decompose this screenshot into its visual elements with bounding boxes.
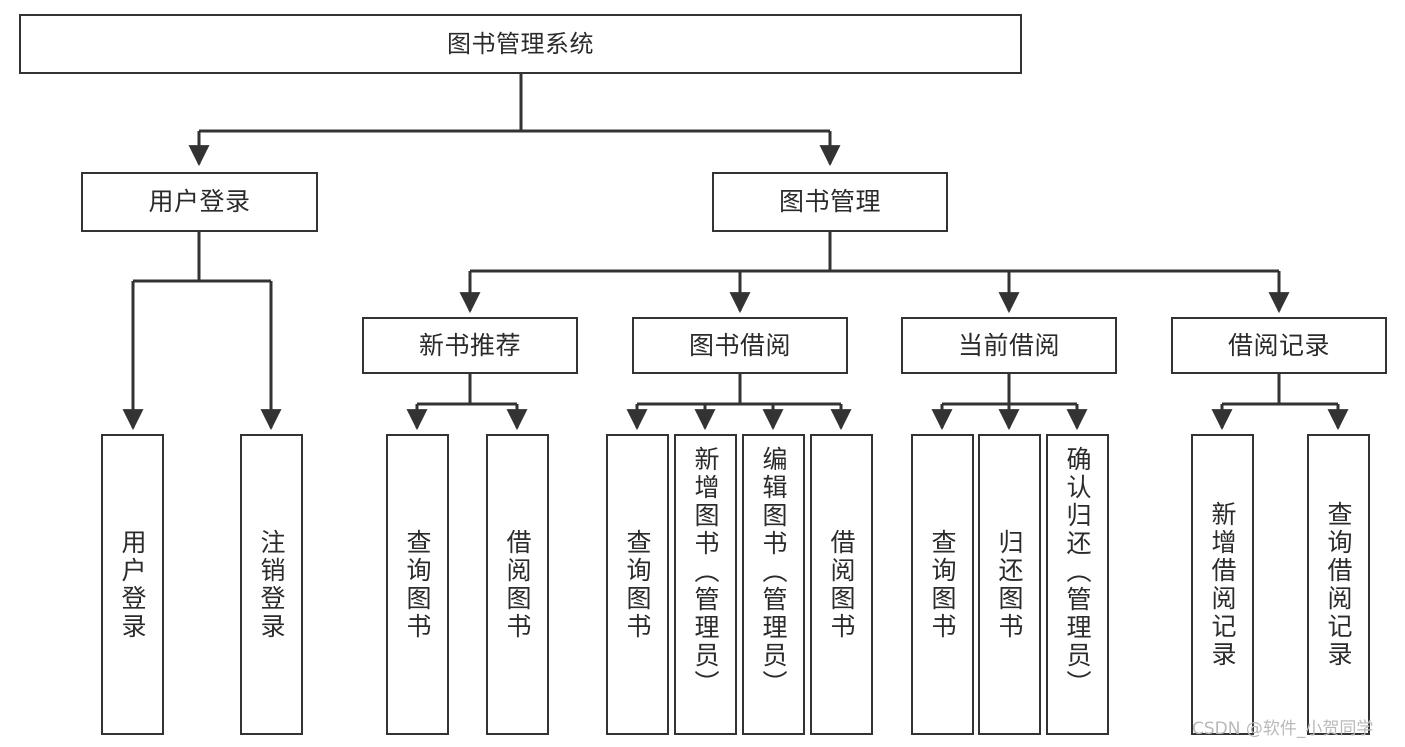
node-leaf-query-book-2[interactable]: 查询图书 [606, 434, 669, 735]
node-leaf-borrow-book-1-label: 借阅图书 [503, 528, 532, 641]
node-leaf-borrow-book-2[interactable]: 借阅图书 [810, 434, 873, 735]
csdn-watermark: CSDN @软件_小贺同学 [1192, 719, 1374, 739]
node-leaf-query-book-3[interactable]: 查询图书 [911, 434, 974, 735]
node-leaf-borrow-book-1[interactable]: 借阅图书 [486, 434, 549, 735]
node-leaf-add-record[interactable]: 新增借阅记录 [1191, 434, 1254, 735]
node-book-management[interactable]: 图书管理 [712, 172, 948, 232]
node-leaf-edit-book[interactable]: 编辑图书（管理员） [742, 434, 805, 735]
node-leaf-query-book-3-label: 查询图书 [928, 528, 957, 641]
node-new-book-recommend[interactable]: 新书推荐 [362, 317, 578, 374]
node-user-login[interactable]: 用户登录 [81, 172, 318, 232]
node-leaf-query-book-1-label: 查询图书 [403, 528, 432, 641]
node-current-borrow[interactable]: 当前借阅 [901, 317, 1117, 374]
node-leaf-query-record[interactable]: 查询借阅记录 [1307, 434, 1370, 735]
node-leaf-return-book[interactable]: 归还图书 [978, 434, 1041, 735]
node-leaf-user-login-label: 用户登录 [118, 528, 147, 641]
node-leaf-add-book-label: 新增图书（管理员） [691, 446, 720, 698]
node-leaf-add-record-label: 新增借阅记录 [1208, 500, 1237, 669]
node-leaf-logout[interactable]: 注销登录 [240, 434, 303, 735]
node-new-book-recommend-label: 新书推荐 [418, 330, 521, 360]
node-leaf-confirm-return[interactable]: 确认归还（管理员） [1046, 434, 1109, 735]
node-book-borrow-label: 图书借阅 [688, 330, 791, 360]
node-leaf-query-book-1[interactable]: 查询图书 [386, 434, 449, 735]
node-leaf-query-book-2-label: 查询图书 [623, 528, 652, 641]
node-leaf-confirm-return-label: 确认归还（管理员） [1063, 446, 1092, 698]
node-leaf-edit-book-label: 编辑图书（管理员） [759, 446, 788, 698]
node-book-borrow[interactable]: 图书借阅 [632, 317, 848, 374]
node-current-borrow-label: 当前借阅 [957, 330, 1060, 360]
node-leaf-borrow-book-2-label: 借阅图书 [827, 528, 856, 641]
node-leaf-user-login[interactable]: 用户登录 [101, 434, 164, 735]
node-leaf-return-book-label: 归还图书 [995, 528, 1024, 641]
node-borrow-record-label: 借阅记录 [1227, 330, 1330, 360]
node-root[interactable]: 图书管理系统 [19, 14, 1022, 74]
node-leaf-logout-label: 注销登录 [257, 528, 286, 641]
node-book-management-label: 图书管理 [778, 187, 881, 217]
node-borrow-record[interactable]: 借阅记录 [1171, 317, 1387, 374]
node-leaf-query-record-label: 查询借阅记录 [1324, 500, 1353, 669]
node-user-login-label: 用户登录 [148, 187, 251, 217]
node-leaf-add-book[interactable]: 新增图书（管理员） [674, 434, 737, 735]
node-root-label: 图书管理系统 [447, 29, 594, 58]
